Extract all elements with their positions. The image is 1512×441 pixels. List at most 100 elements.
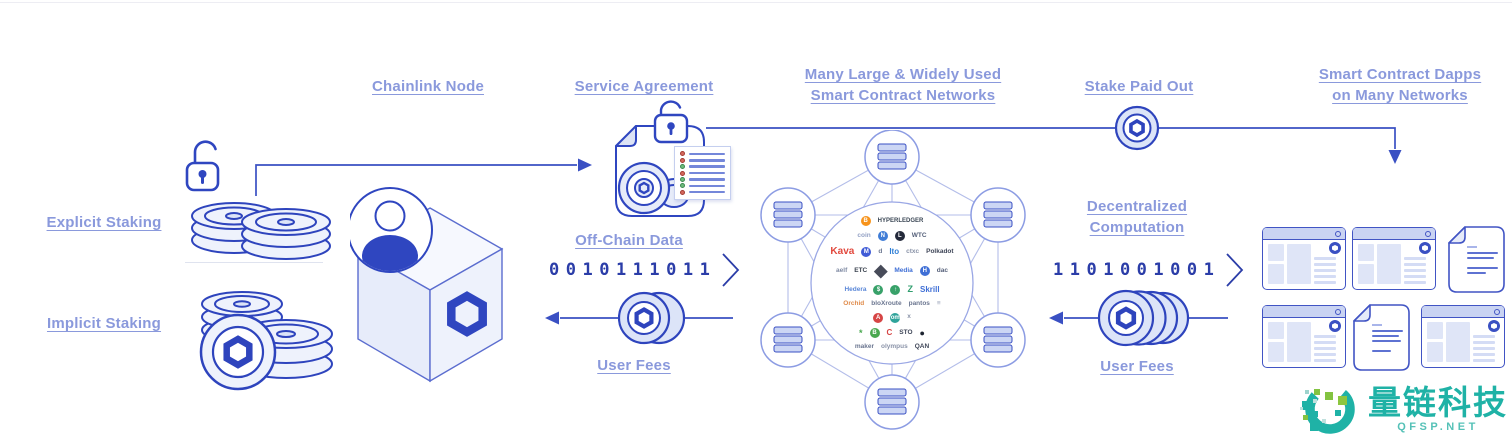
chainlink-badge-icon xyxy=(1419,242,1431,254)
browser-control-icon xyxy=(1425,231,1431,237)
checklist-line xyxy=(689,184,725,187)
stake-paid-out-coin xyxy=(1114,105,1160,151)
smart-contract-doc-card xyxy=(1448,226,1505,293)
staking-divider xyxy=(185,262,323,263)
label-off-chain-data: Off-Chain Data xyxy=(575,232,683,249)
status-dot-red xyxy=(680,170,685,176)
crypto-logo-chip: N xyxy=(877,231,888,242)
server-node-icon xyxy=(970,312,1026,368)
status-dot-red xyxy=(680,189,685,195)
off-chain-data-binary: 0010111011 xyxy=(549,252,741,288)
checklist-row xyxy=(680,189,725,195)
watermark-title: 量链科技 xyxy=(1368,383,1508,421)
binary-digits: 1101001001 xyxy=(1053,259,1221,280)
crypto-logo-chip: Orchid xyxy=(843,299,865,307)
crypto-logo-chip: B xyxy=(869,328,880,339)
crypto-logo-chip: Hedera xyxy=(844,285,867,293)
checklist-row xyxy=(680,164,725,170)
crypto-logo-chip: ◆ xyxy=(874,261,888,281)
closed-padlock-icon xyxy=(653,100,689,144)
status-dot-red xyxy=(680,151,685,157)
crypto-logo-chip: pantos xyxy=(908,299,930,307)
crypto-logo-chip: WTC xyxy=(911,231,927,239)
label-smart-contract-networks: Many Large & Widely Used Smart Contract … xyxy=(804,66,1002,104)
crypto-logo-chip: Media xyxy=(894,266,913,274)
crypto-logo-chip: * xyxy=(859,327,863,338)
checklist-row xyxy=(680,157,725,163)
dapp-browser-card xyxy=(1262,227,1346,290)
server-node-icon xyxy=(760,312,816,368)
checklist-line xyxy=(689,152,725,156)
server-node-icon xyxy=(864,374,920,430)
crypto-logo-chip: lto xyxy=(889,246,900,256)
label-smart-contract-dapps: Smart Contract Dapps on Many Networks xyxy=(1318,66,1482,104)
label-user-fees-left: User Fees xyxy=(597,357,671,374)
crypto-logo-chip: H xyxy=(919,265,930,276)
checklist-line xyxy=(689,171,725,175)
user-fees-coins-right xyxy=(1097,289,1190,347)
crypto-logo-chip: Skrill xyxy=(919,284,940,294)
crypto-logo-chip: aelf xyxy=(836,266,848,274)
checklist-row xyxy=(680,183,725,189)
status-dot-green xyxy=(680,176,685,182)
crypto-logo-chip: x xyxy=(907,313,911,321)
explicit-staking-coins xyxy=(191,202,331,260)
crypto-logo-chip: ETC xyxy=(854,266,868,274)
crypto-logo-chip: olympus xyxy=(880,342,908,350)
status-dot-green xyxy=(680,164,685,170)
crypto-logo-chip: L xyxy=(894,231,905,242)
crypto-logo-chip: ↑ xyxy=(890,284,901,295)
user-fees-coins-left xyxy=(618,291,686,345)
chainlink-badge-icon xyxy=(1329,320,1341,332)
checklist-row xyxy=(680,176,725,182)
crypto-logo-chip: ctxc xyxy=(906,247,920,255)
crypto-logo-chip: M xyxy=(861,246,872,257)
crypto-logo-chip: QAN xyxy=(914,342,930,350)
watermark-logo-icon xyxy=(1300,384,1355,434)
label-implicit-staking: Implicit Staking xyxy=(46,315,162,332)
status-dot-red xyxy=(680,157,685,163)
crypto-logo-chip: $ xyxy=(873,284,884,295)
chevron-right-icon xyxy=(1226,253,1244,287)
browser-control-icon xyxy=(1335,231,1341,237)
dapp-browser-card xyxy=(1421,305,1505,368)
server-node-icon xyxy=(864,130,920,185)
node-operator-avatar xyxy=(350,187,433,273)
watermark-subtitle: QFSP.NET xyxy=(1397,421,1479,434)
checklist-line xyxy=(689,190,725,194)
checklist-row xyxy=(680,151,725,157)
crypto-logo-chip: A xyxy=(873,312,884,323)
checklist-line xyxy=(689,159,725,162)
label-chainlink-node: Chainlink Node xyxy=(372,78,484,95)
crypto-logo-chip: d xyxy=(878,247,883,255)
status-dot-green xyxy=(680,183,685,189)
crypto-logo-chip: coin xyxy=(857,231,871,239)
browser-titlebar xyxy=(1263,228,1345,240)
chainlink-badge-icon xyxy=(1329,242,1341,254)
network-mesh xyxy=(760,130,1026,430)
smart-contract-doc-card xyxy=(1353,304,1410,371)
agreement-checklist xyxy=(674,146,731,200)
computation-binary: 1101001001 xyxy=(1053,252,1245,288)
crypto-logo-chip: ● xyxy=(919,327,925,338)
browser-titlebar xyxy=(1263,306,1345,318)
arrow-agreement-to-dapps xyxy=(706,127,1396,149)
checklist-line xyxy=(689,178,725,181)
crypto-logo-chip: Z xyxy=(907,284,913,295)
checklist-row xyxy=(680,170,725,176)
crypto-logo-chip: maker xyxy=(854,342,874,350)
crypto-logo-chip: HYPERLEDGER xyxy=(877,217,924,224)
chainlink-hexagon-icon xyxy=(223,335,253,369)
browser-titlebar xyxy=(1422,306,1504,318)
browser-titlebar xyxy=(1353,228,1435,240)
label-service-agreement: Service Agreement xyxy=(574,78,714,95)
logo-circle xyxy=(810,201,974,365)
chevron-right-icon xyxy=(722,253,740,287)
browser-control-icon xyxy=(1335,309,1341,315)
checklist-line xyxy=(689,165,725,168)
watermark: 量链科技 QFSP.NET xyxy=(1300,379,1508,439)
server-node-icon xyxy=(760,187,816,243)
arrow-staking-to-agreement xyxy=(255,164,577,196)
